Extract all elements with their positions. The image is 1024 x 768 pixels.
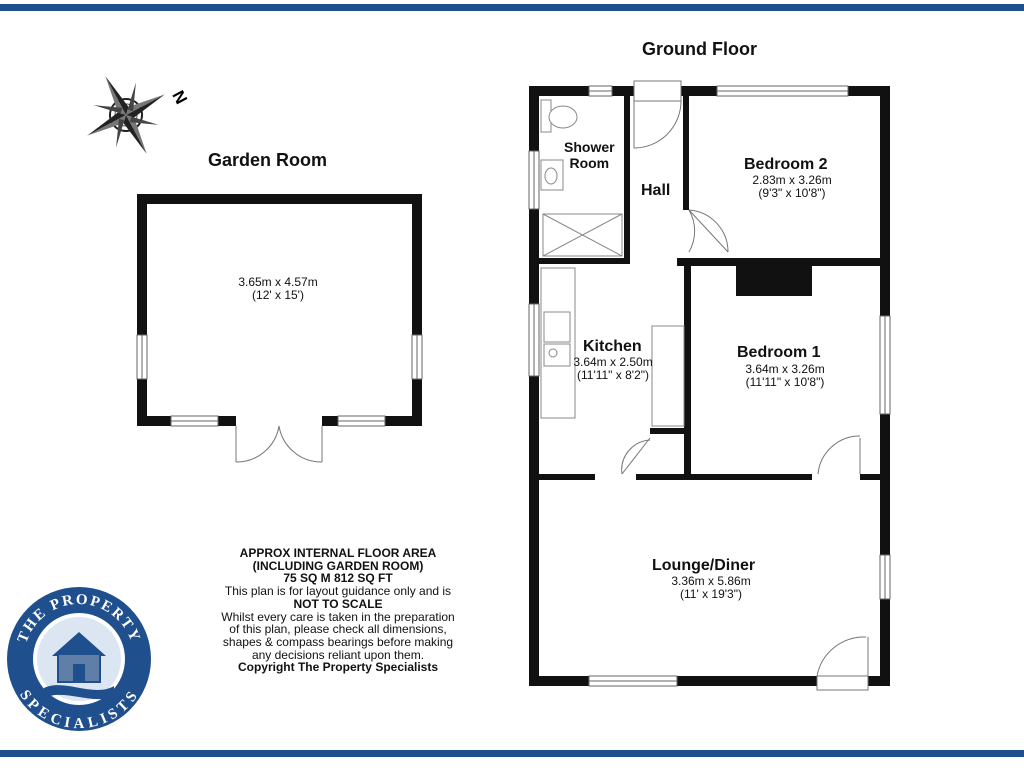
bedroom1-dim-imperial: (11'11" x 10'8")	[745, 375, 825, 389]
notes-including-garden-room: (INCLUDING GARDEN ROOM)	[252, 558, 424, 573]
notes-disclaimer-line2: of this plan, please check all dimension…	[229, 622, 447, 637]
lounge-diner-label: Lounge/Diner	[652, 557, 756, 574]
garden-room-title: Garden Room	[208, 150, 328, 170]
compass-north-label: N	[168, 87, 191, 107]
ground-floor-doors	[621, 80, 869, 691]
floor-area-notes: APPROX INTERNAL FLOOR AREA (INCLUDING GA…	[196, 547, 480, 674]
garden-room-dim-metric: 3.65m x 4.57m	[238, 275, 318, 289]
compass-rose-icon	[87, 76, 165, 154]
bedroom1-dim-metric: 3.64m x 3.26m	[745, 362, 825, 376]
garden-room-walls	[137, 194, 422, 426]
shower-room-label: Shower Room	[564, 139, 615, 171]
bedroom2-dim-imperial: (9'3" x 10'8")	[758, 186, 826, 200]
notes-copyright: Copyright The Property Specialists	[237, 660, 439, 675]
shower-room-label-line2: Room	[569, 155, 610, 171]
lounge-diner-dim-metric: 3.36m x 5.86m	[671, 574, 751, 588]
notes-floor-area-heading: APPROX INTERNAL FLOOR AREA	[239, 546, 437, 560]
bedroom1-label: Bedroom 1	[737, 344, 821, 361]
ground-floor-title: Ground Floor	[642, 39, 757, 59]
kitchen-dim-metric: 3.64m x 2.50m	[573, 355, 653, 369]
ground-floor-windows	[528, 85, 891, 687]
house-icon	[44, 632, 114, 700]
notes-disclaimer-line3: shapes & compass bearings before making	[222, 634, 454, 649]
bedroom2-dim-metric: 2.83m x 3.26m	[752, 173, 832, 187]
property-specialists-logo: THE PROPERTY SPECIALISTS	[7, 587, 151, 732]
garden-room-windows	[136, 334, 423, 427]
garden-room-dim-imperial: (12' x 15')	[252, 288, 304, 302]
top-border-band	[0, 4, 1024, 11]
bottom-border-band	[0, 750, 1024, 757]
fixtures	[540, 99, 685, 427]
kitchen-dim-imperial: (11'11" x 8'2")	[576, 368, 650, 382]
kitchen-dimensions: 3.64m x 2.50m (11'11" x 8'2")	[552, 356, 674, 382]
kitchen-label: Kitchen	[583, 338, 642, 355]
notes-not-to-scale: NOT TO SCALE	[293, 596, 383, 611]
lounge-diner-dimensions: 3.36m x 5.86m (11' x 19'3")	[650, 575, 772, 601]
shower-room-label-line1: Shower	[564, 139, 615, 155]
garden-room-dimensions: 3.65m x 4.57m (12' x 15')	[217, 276, 339, 302]
ground-floor-walls	[529, 86, 890, 686]
garden-room-french-doors	[235, 425, 323, 463]
notes-total-area: 75 SQ M 812 SQ FT	[283, 571, 393, 586]
notes-guidance-line: This plan is for layout guidance only an…	[224, 584, 452, 599]
notes-disclaimer-line4: any decisions reliant upon them.	[251, 647, 425, 662]
bedroom2-label: Bedroom 2	[744, 156, 828, 173]
hall-label: Hall	[641, 182, 671, 199]
bedroom2-dimensions: 2.83m x 3.26m (9'3" x 10'8")	[731, 174, 853, 200]
bedroom1-dimensions: 3.64m x 3.26m (11'11" x 10'8")	[724, 363, 846, 389]
notes-disclaimer-line1: Whilst every care is taken in the prepar…	[221, 609, 455, 624]
lounge-diner-dim-imperial: (11' x 19'3")	[680, 587, 742, 601]
